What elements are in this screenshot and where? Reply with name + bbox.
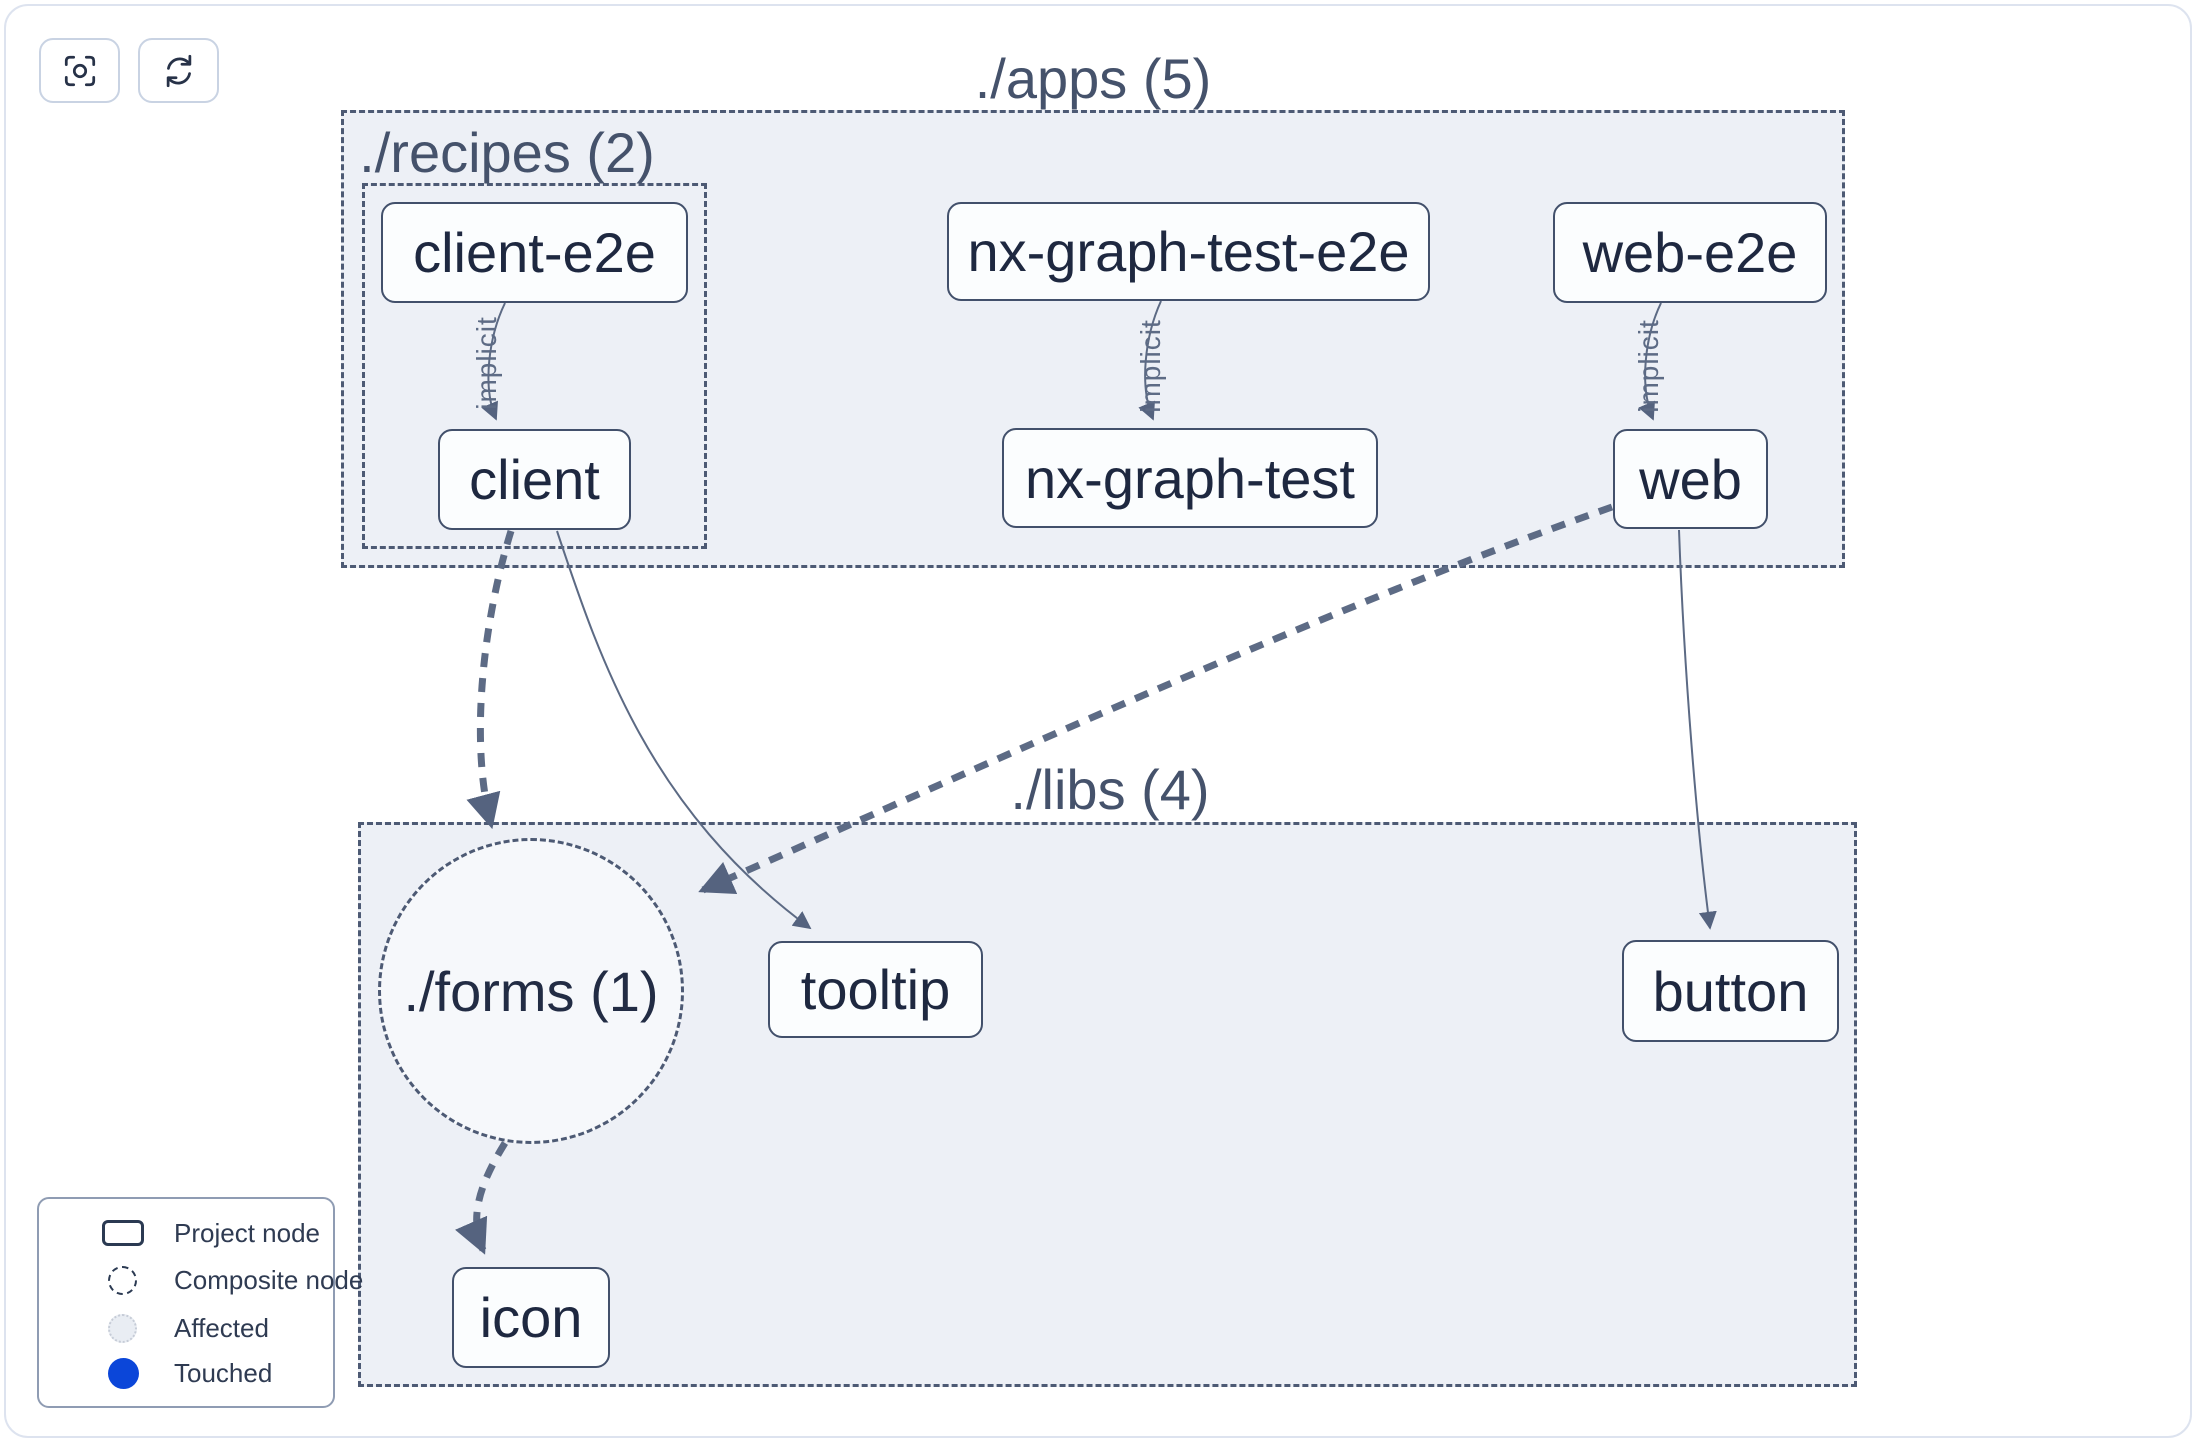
project-node-glyph [102,1220,144,1246]
touched-glyph [108,1357,139,1389]
node-client[interactable]: client [438,429,631,530]
refresh-sync-icon [160,52,198,90]
container-recipes [362,183,707,549]
composite-node-forms-label: ./forms (1) [403,959,659,1023]
node-button[interactable]: button [1622,940,1839,1042]
composite-node-forms[interactable]: ./forms (1) [378,838,684,1144]
node-tooltip-label: tooltip [800,958,951,1021]
edge-label-implicit-client: implicit [471,316,502,410]
node-icon[interactable]: icon [452,1267,610,1368]
focus-crosshair-icon [61,52,99,90]
node-icon-label: icon [479,1286,583,1349]
node-web[interactable]: web [1613,429,1768,529]
node-button-label: button [1652,959,1809,1023]
edge-label-implicit-web: implicit [1633,319,1664,413]
affected-glyph [108,1313,137,1343]
focus-button[interactable] [39,38,120,103]
container-title-libs: ./libs (4) [1010,758,1210,821]
legend-label-composite-node: Composite node [174,1264,364,1295]
legend: Project node Composite node Affected Tou… [37,1197,363,1408]
node-client-label: client [469,448,600,511]
node-client-e2e-label: client-e2e [413,221,656,284]
node-nx-graph-test[interactable]: nx-graph-test [1002,428,1378,528]
toolbar [39,38,219,103]
node-client-e2e[interactable]: client-e2e [381,202,688,303]
container-title-recipes: ./recipes (2) [359,121,655,184]
node-tooltip[interactable]: tooltip [768,941,983,1038]
node-web-e2e[interactable]: web-e2e [1553,202,1827,303]
node-nx-graph-test-e2e[interactable]: nx-graph-test-e2e [947,202,1430,301]
node-web-e2e-label: web-e2e [1582,221,1798,284]
refresh-button[interactable] [138,38,219,103]
legend-label-touched: Touched [174,1357,273,1388]
container-title-apps: ./apps (5) [974,47,1212,110]
legend-label-affected: Affected [174,1312,269,1343]
node-nx-graph-test-label: nx-graph-test [1025,446,1355,510]
node-nx-graph-test-e2e-label: nx-graph-test-e2e [967,220,1410,283]
composite-node-glyph [108,1265,137,1295]
edge-label-implicit-nx-graph-test: implicit [1135,319,1166,413]
node-web-label: web [1639,447,1742,511]
legend-label-project-node: Project node [174,1217,320,1248]
